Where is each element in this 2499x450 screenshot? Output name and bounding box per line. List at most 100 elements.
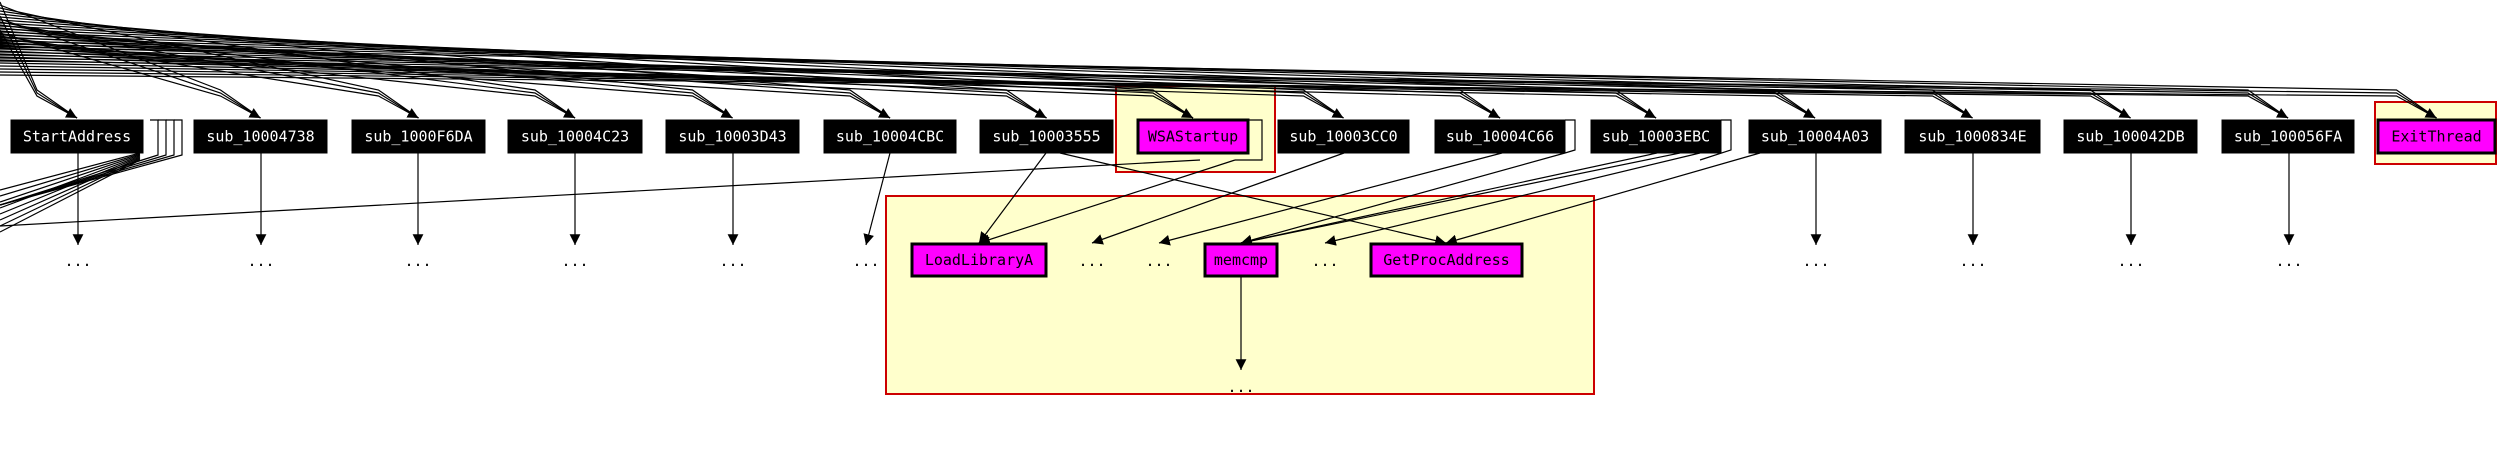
function-node[interactable]: sub_10004738 xyxy=(193,119,328,154)
edge xyxy=(0,18,261,119)
function-node[interactable]: LoadLibraryA xyxy=(910,242,1048,278)
function-node[interactable]: sub_10003CC0 xyxy=(1277,119,1410,154)
edge xyxy=(0,71,2289,119)
node-label: memcmp xyxy=(1214,251,1268,269)
edge xyxy=(0,119,167,206)
edge xyxy=(0,56,1501,119)
node-label: sub_10003D43 xyxy=(678,128,786,146)
node-box xyxy=(507,119,643,154)
edge xyxy=(0,68,2131,119)
function-node[interactable]: ExitThread xyxy=(2376,118,2497,155)
edge xyxy=(0,119,159,206)
node-box xyxy=(351,119,486,154)
edge xyxy=(1240,152,1566,246)
function-node[interactable]: sub_10004A03 xyxy=(1748,119,1882,154)
function-node[interactable]: sub_1000834E xyxy=(1904,119,2041,154)
node-box xyxy=(665,119,800,154)
node-label: LoadLibraryA xyxy=(925,251,1033,269)
edge xyxy=(978,159,1236,245)
collapsed-ellipsis: ... xyxy=(1311,252,1338,270)
edge xyxy=(1699,119,1732,161)
function-node[interactable]: WSAStartup xyxy=(1136,118,1250,155)
collapsed-ellipsis: ... xyxy=(719,252,746,270)
node-label: GetProcAddress xyxy=(1383,251,1509,269)
edge xyxy=(0,119,183,206)
edge xyxy=(1059,152,1447,246)
node-label: sub_10004C66 xyxy=(1446,128,1554,146)
node-box xyxy=(2376,118,2497,155)
edge xyxy=(0,62,1816,119)
node-box xyxy=(823,119,957,154)
function-node[interactable]: memcmp xyxy=(1203,242,1279,278)
node-box xyxy=(1590,119,1722,154)
edge xyxy=(1240,152,1658,246)
node-label: sub_100042DB xyxy=(2076,128,2184,146)
edge xyxy=(0,7,419,119)
edge xyxy=(0,43,2289,119)
edge xyxy=(0,155,141,209)
collapsed-ellipsis: ... xyxy=(1145,252,1172,270)
node-box xyxy=(1904,119,2041,154)
node-label: StartAddress xyxy=(23,128,131,146)
edge xyxy=(0,153,141,197)
node-label: sub_10003555 xyxy=(992,128,1100,146)
collapsed-ellipsis: ... xyxy=(64,252,91,270)
node-box xyxy=(910,242,1048,278)
node-box xyxy=(1369,242,1524,278)
edge xyxy=(0,46,2437,119)
node-label: ExitThread xyxy=(2391,128,2481,146)
edge xyxy=(1091,152,1345,245)
function-node[interactable]: sub_10003EBC xyxy=(1590,119,1722,154)
node-box xyxy=(979,119,1114,154)
edge xyxy=(0,119,175,206)
edge xyxy=(0,74,2437,119)
function-node[interactable]: GetProcAddress xyxy=(1369,242,1524,278)
function-node[interactable]: StartAddress xyxy=(10,119,144,154)
edge xyxy=(1240,152,1681,247)
node-label: sub_10004CBC xyxy=(836,128,944,146)
node-box xyxy=(2063,119,2198,154)
edges xyxy=(0,1,2437,370)
edge xyxy=(0,65,1973,119)
collapsed-ellipsis: ... xyxy=(2117,252,2144,270)
collapsed-ellipsis: ... xyxy=(404,252,431,270)
edge xyxy=(0,152,141,191)
node-label: sub_10004738 xyxy=(206,128,314,146)
edge xyxy=(1324,152,1701,246)
collapsed-ellipsis: ... xyxy=(2275,252,2302,270)
nodes: ........................................… xyxy=(10,118,2497,396)
collapsed-ellipsis: ... xyxy=(1078,252,1105,270)
node-label: WSAStartup xyxy=(1148,128,1238,146)
edge xyxy=(0,10,576,119)
edge xyxy=(0,13,733,119)
node-label: sub_1000834E xyxy=(1918,128,2026,146)
node-box xyxy=(1136,118,1250,155)
function-node[interactable]: sub_10003555 xyxy=(979,119,1114,154)
edge xyxy=(0,4,261,119)
node-box xyxy=(2221,119,2355,154)
edge xyxy=(0,159,1201,227)
function-node[interactable]: sub_10004C66 xyxy=(1434,119,1566,154)
node-label: sub_1000F6DA xyxy=(364,128,472,146)
edge xyxy=(0,59,1657,119)
function-node[interactable]: sub_1000F6DA xyxy=(351,119,486,154)
function-node[interactable]: sub_10003D43 xyxy=(665,119,800,154)
node-label: sub_100056FA xyxy=(2234,128,2342,146)
edge xyxy=(1235,119,1263,161)
edge xyxy=(1564,119,1576,154)
node-box xyxy=(10,119,144,154)
function-node[interactable]: sub_100056FA xyxy=(2221,119,2355,154)
edge xyxy=(0,154,141,203)
collapsed-ellipsis: ... xyxy=(852,252,879,270)
function-node[interactable]: sub_10004CBC xyxy=(823,119,957,154)
node-label: sub_10004A03 xyxy=(1761,128,1869,146)
collapsed-ellipsis: ... xyxy=(1227,378,1254,396)
collapsed-ellipsis: ... xyxy=(561,252,588,270)
function-node[interactable]: sub_10004C23 xyxy=(507,119,643,154)
edge xyxy=(978,152,1047,244)
edge xyxy=(863,152,891,246)
function-node[interactable]: sub_100042DB xyxy=(2063,119,2198,154)
node-label: sub_10003CC0 xyxy=(1289,128,1397,146)
edge xyxy=(1158,152,1503,246)
